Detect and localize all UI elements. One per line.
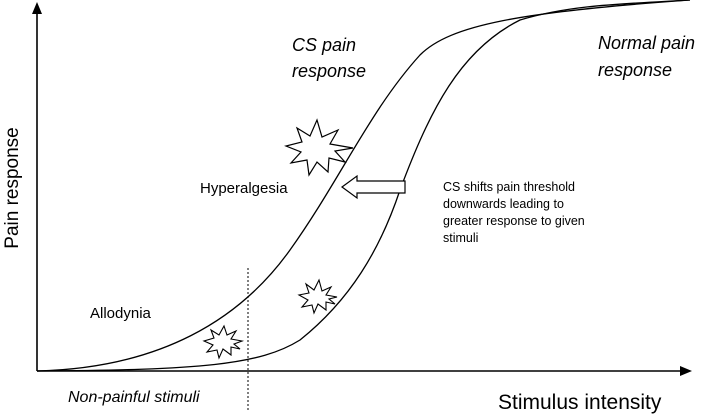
starburst-small-icon <box>202 324 245 360</box>
y-axis-label: Pain response <box>2 127 23 248</box>
annotation-line-2: downwards leading to <box>443 197 564 211</box>
starburst-large-icon <box>284 118 354 177</box>
cs-pain-response-curve <box>36 0 691 372</box>
non-painful-stimuli-label: Non-painful stimuli <box>68 389 200 406</box>
starburst-medium-icon <box>297 278 338 315</box>
y-axis-arrowhead <box>32 2 42 14</box>
allodynia-label: Allodynia <box>90 305 152 322</box>
shift-arrow-icon <box>340 174 406 200</box>
normal-curve-label-line1: Normal pain <box>598 33 695 53</box>
shift-annotation: CS shifts pain threshold downwards leadi… <box>443 180 585 245</box>
x-axis-arrowhead <box>680 366 692 376</box>
normal-curve-label-line2: response <box>598 60 672 80</box>
annotation-line-3: greater response to given <box>443 214 585 228</box>
annotation-line-4: stimuli <box>443 231 478 245</box>
cs-curve-label-line2: response <box>292 61 366 81</box>
cs-curve-label-line1: CS pain <box>292 35 356 55</box>
x-axis-label: Stimulus intensity <box>498 391 662 414</box>
annotation-line-1: CS shifts pain threshold <box>443 180 575 194</box>
hyperalgesia-label: Hyperalgesia <box>200 180 288 197</box>
axes <box>32 2 692 376</box>
